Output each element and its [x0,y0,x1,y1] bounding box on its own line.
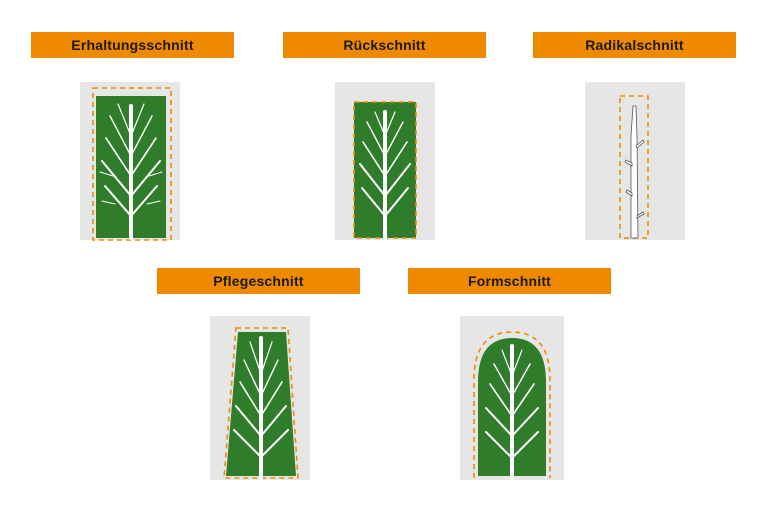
label-erhaltungsschnitt: Erhaltungsschnitt [31,32,234,58]
bare-trunk [624,105,645,239]
hedge-cutback-icon [335,82,435,240]
cut-guide-line [92,87,172,241]
branch-structure [233,336,289,480]
hedge-radical-cut-icon [585,82,685,240]
label-pflegeschnitt: Pflegeschnitt [157,268,360,294]
cut-guide-line [473,331,551,478]
hedge-maintenance-cut-icon [80,82,180,241]
branch-structure [359,110,411,240]
hedge-care-cut-icon [210,316,310,480]
hedge-shape-cut-icon [460,316,564,480]
label-formschnitt: Formschnitt [408,268,611,294]
cut-guide-line [223,327,299,479]
label-radikalschnitt: Radikalschnitt [533,32,736,58]
branch-structure [485,344,539,480]
label-rueckschnitt: Rückschnitt [283,32,486,58]
branch-structure [99,103,163,240]
